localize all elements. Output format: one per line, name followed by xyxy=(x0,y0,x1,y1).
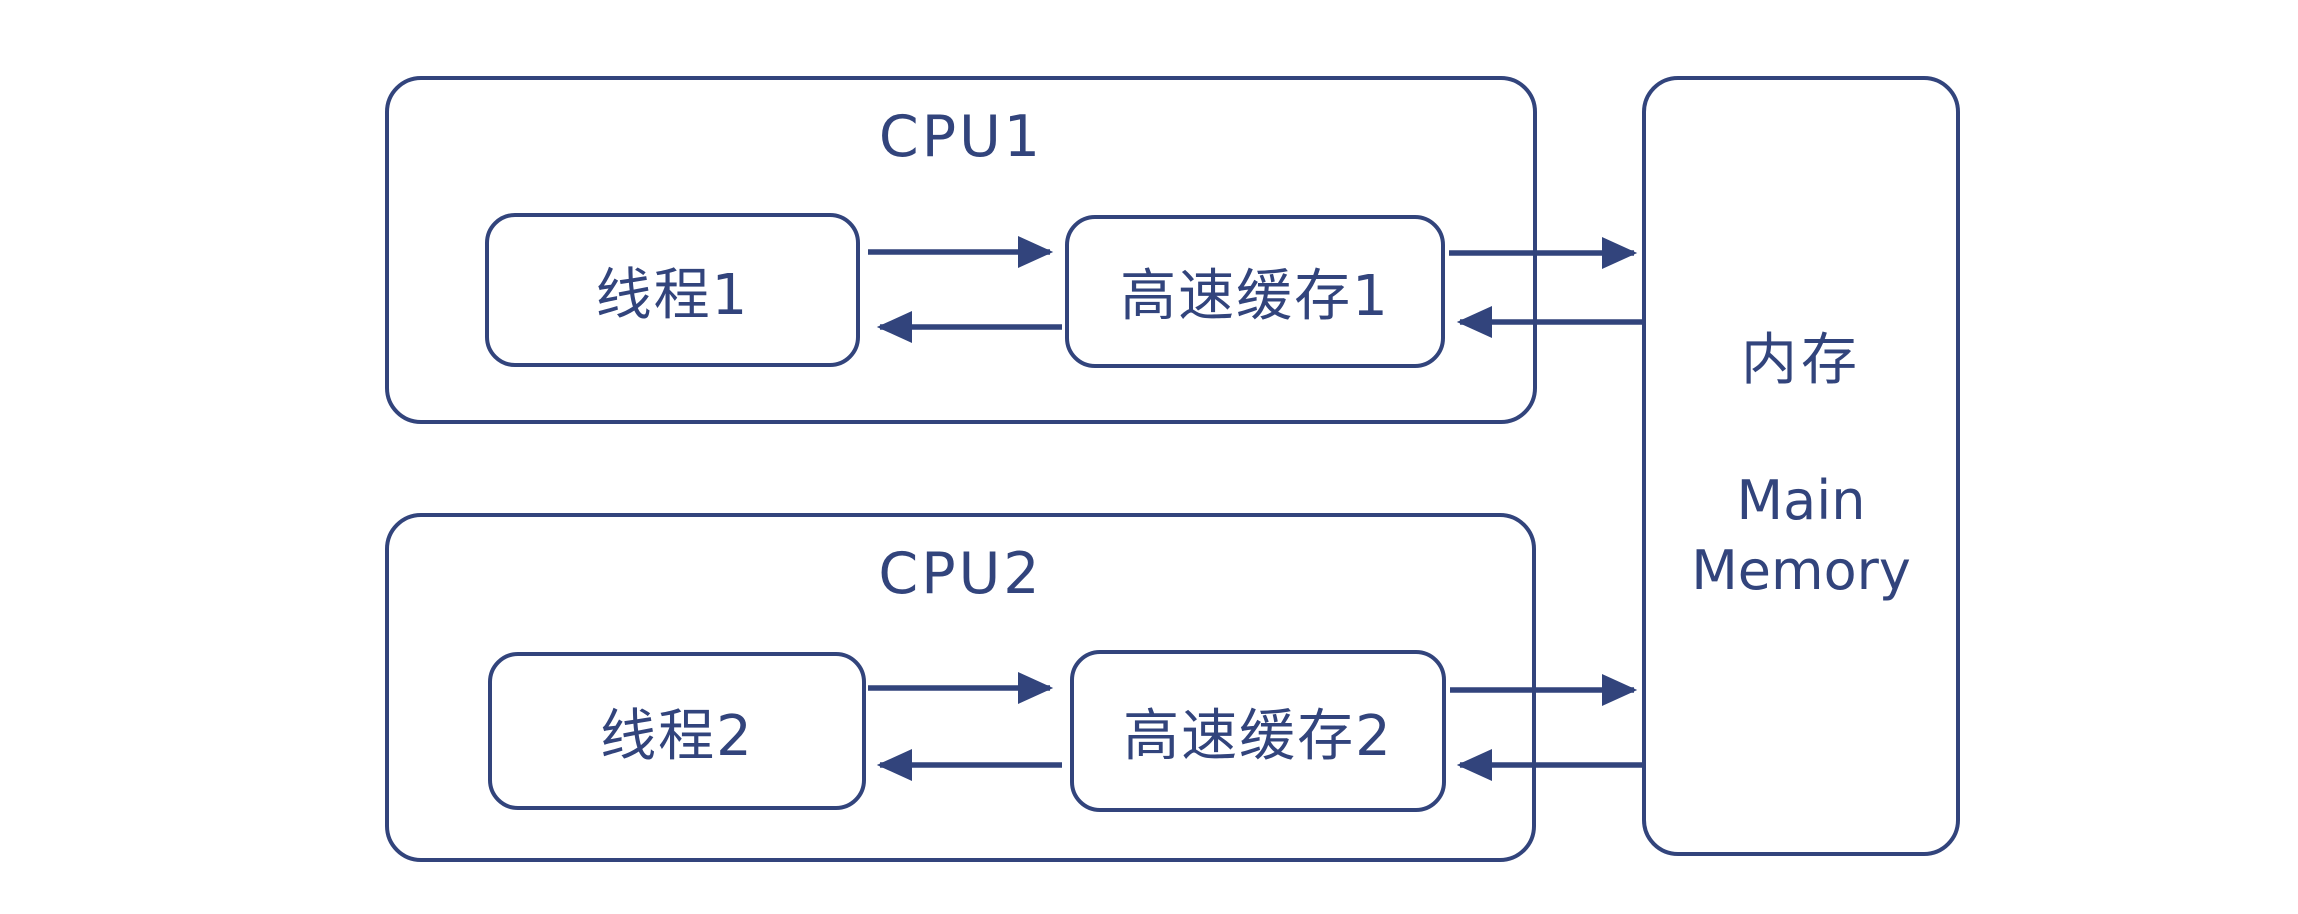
cpu2-label: CPU2 xyxy=(878,541,1043,607)
memory-label-cn: 内存 xyxy=(1741,328,1861,393)
memory-label-en-line2: Memory xyxy=(1691,539,1911,602)
memory-label: 内存 Main Memory xyxy=(1691,326,1911,606)
memory-label-spacer xyxy=(1691,396,1911,466)
cache2-node: 高速缓存2 xyxy=(1070,650,1446,812)
thread1-node: 线程1 xyxy=(485,213,860,367)
cache2-label: 高速缓存2 xyxy=(1123,703,1393,769)
memory-label-en-line1: Main xyxy=(1736,469,1866,532)
cache1-node: 高速缓存1 xyxy=(1065,215,1445,368)
thread2-label: 线程2 xyxy=(600,703,754,769)
thread2-node: 线程2 xyxy=(488,652,866,810)
cache1-label: 高速缓存1 xyxy=(1120,264,1390,329)
cpu1-group-box: CPU1 xyxy=(385,76,1537,424)
cpu1-label: CPU1 xyxy=(878,104,1044,170)
memory-node: 内存 Main Memory xyxy=(1642,76,1960,856)
thread1-label: 线程1 xyxy=(595,262,750,328)
